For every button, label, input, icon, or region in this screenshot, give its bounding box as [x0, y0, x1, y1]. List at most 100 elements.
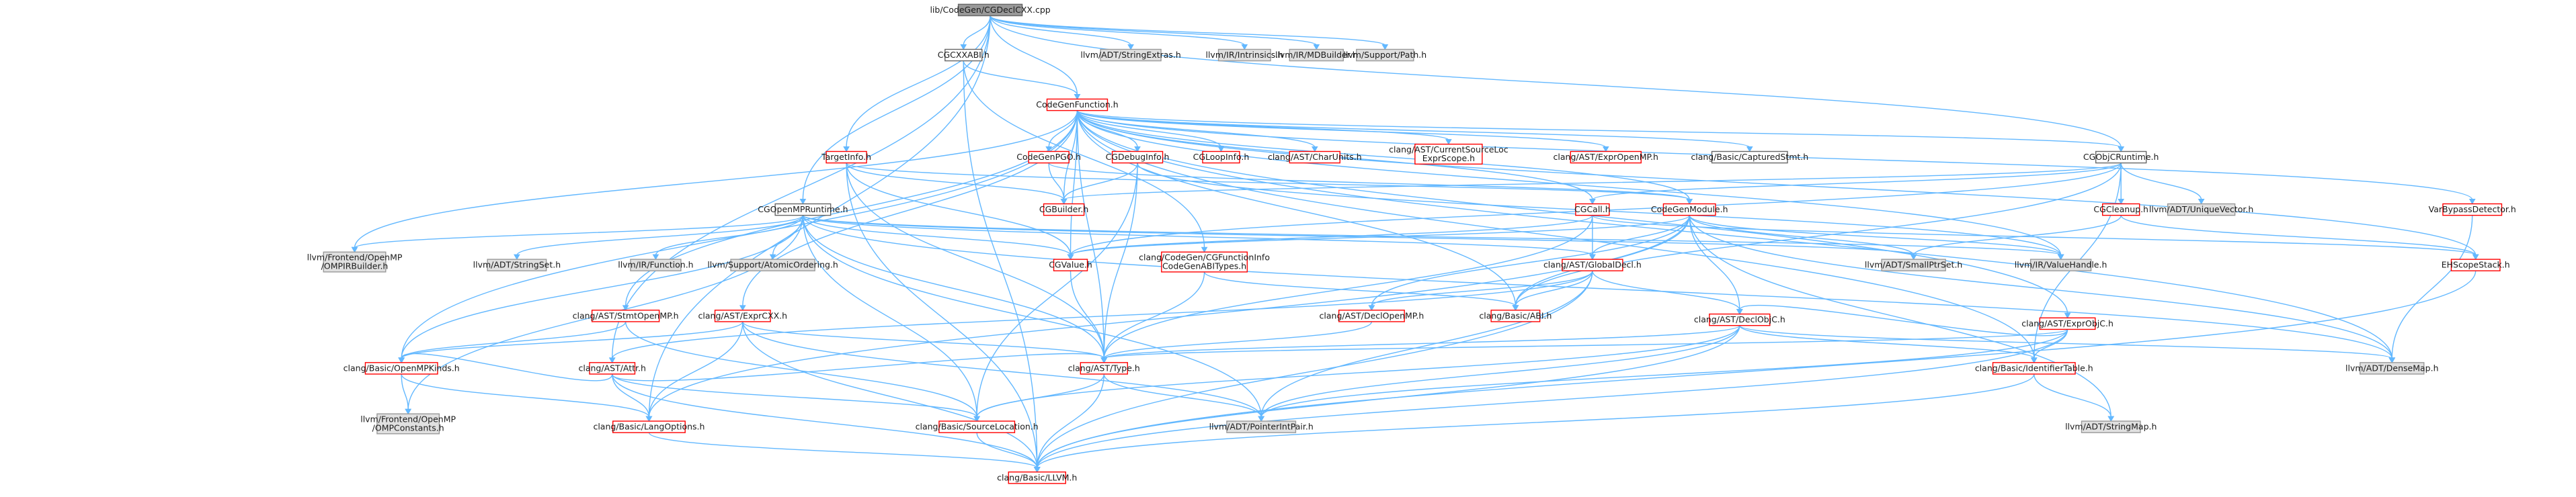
graph-node-cgdebug[interactable]: CGDebugInfo.h [1106, 150, 1170, 164]
node-box [1289, 48, 1344, 62]
graph-node-cgobjcrt[interactable]: CGObjCRuntime.h [2083, 150, 2159, 164]
node-box [1008, 471, 1066, 484]
include-edge [1076, 109, 2125, 152]
include-edge [652, 215, 804, 261]
include-edge [1589, 162, 2122, 205]
node-box [1043, 203, 1085, 216]
include-edge [645, 15, 991, 422]
graph-node-cgbuilder[interactable]: CGBuilder.h [1039, 203, 1088, 216]
graph-node-varbypass[interactable]: VarBypassDetector.h [2429, 203, 2516, 216]
node-label: CGObjCRuntime.h [2083, 152, 2159, 162]
node-label: ExprScope.h [1422, 153, 1475, 163]
node-label: CGCXXABI.h [938, 50, 990, 60]
graph-node-cgloop[interactable]: CGLoopInfo.h [1193, 150, 1250, 164]
node-label: TargetInfo.h [821, 152, 871, 162]
include-edge [1100, 325, 1740, 363]
graph-node-cgabitypes[interactable]: clang/CodeGen/CGFunctionInfoCodeGenABITy… [1139, 251, 1270, 273]
node-box [2442, 203, 2503, 216]
node-box [1562, 259, 1623, 271]
graph-node-cgopenmprt[interactable]: CGOpenMPRuntime.h [758, 203, 848, 216]
graph-node-valuehandle: llvm/IR/ValueHandle.h [2015, 259, 2107, 271]
node-label: CGBuilder.h [1039, 204, 1088, 214]
graph-node-identtable[interactable]: clang/Basic/IdentifierTable.h [1975, 362, 2093, 375]
include-edge [648, 432, 1041, 473]
include-edge [1368, 270, 1593, 311]
graph-node-ehscope[interactable]: EHScopeStack.h [2442, 259, 2510, 271]
edge-layer [351, 15, 2479, 473]
graph-node-declopenmp[interactable]: clang/AST/DeclOpenMP.h [1320, 310, 1424, 322]
include-edge [976, 433, 1041, 473]
node-label: CodeGenABITypes.h [1162, 261, 1246, 271]
node-box [2360, 362, 2425, 375]
node-box [1356, 48, 1414, 62]
node-label: clang/CodeGen/CGFunctionInfo [1139, 253, 1270, 263]
node-box [2039, 317, 2096, 330]
graph-node-declobjc[interactable]: clang/AST/DeclObjC.h [1694, 313, 1785, 326]
graph-node-exprcxx[interactable]: clang/AST/ExprCXX.h [698, 310, 788, 322]
node-box [2081, 420, 2141, 433]
node-label: llvm/IR/MDBuilder.h [1275, 50, 1358, 60]
include-edge [612, 373, 653, 422]
include-edge [398, 321, 743, 363]
include-edge [2120, 215, 2479, 261]
node-box [376, 413, 440, 435]
include-edge [1100, 271, 1205, 363]
node-label: llvm/Support/Path.h [1343, 50, 1426, 60]
include-edge [1033, 271, 2477, 473]
graph-node-cgcxxabi[interactable]: CGCXXABI.h [938, 48, 990, 62]
include-edge [1910, 215, 2122, 261]
graph-node-stringmap: llvm/ADT/StringMap.h [2065, 420, 2157, 433]
include-edge [990, 15, 1320, 50]
include-edge [960, 15, 991, 50]
graph-node-capstmt[interactable]: clang/Basic/CapturedStmt.h [1691, 150, 1808, 164]
node-label: llvm/ADT/StringMap.h [2065, 422, 2157, 432]
node-label: llvm/ADT/StringExtras.h [1080, 50, 1180, 60]
graph-node-cgmodule[interactable]: CodeGenModule.h [1651, 203, 1728, 216]
graph-node-openmpkinds[interactable]: clang/Basic/OpenMPKinds.h [344, 362, 460, 375]
graph-node-cgpgo[interactable]: CodeGenPGO.h [1016, 150, 1081, 164]
graph-node-exprobjc[interactable]: clang/AST/ExprObjC.h [2021, 317, 2114, 330]
graph-node-attr[interactable]: clang/AST/Attr.h [579, 362, 646, 375]
graph-node-targetinfo[interactable]: TargetInfo.h [821, 150, 871, 164]
graph-node-cgcall[interactable]: CGCall.h [1574, 203, 1611, 216]
node-box [589, 362, 636, 375]
node-label: CGCall.h [1574, 204, 1611, 214]
node-label: llvm/ADT/SmallPtrSet.h [1865, 260, 1962, 270]
node-label: clang/AST/ExprOpenMP.h [1554, 152, 1658, 162]
include-edge [802, 215, 981, 422]
node-label: CGDebugInfo.h [1106, 152, 1170, 162]
node-box [826, 150, 867, 164]
node-box [2029, 259, 2092, 271]
graph-node-charunits[interactable]: clang/AST/CharUnits.h [1268, 150, 1362, 164]
node-label: CodeGenPGO.h [1016, 152, 1081, 162]
node-label: clang/Basic/SourceLocation.h [916, 422, 1039, 432]
graph-node-globaldecl[interactable]: clang/AST/GlobalDecl.h [1543, 259, 1642, 271]
graph-node-cgcleanup[interactable]: CGCleanup.h [2093, 203, 2148, 216]
graph-node-langopts[interactable]: clang/Basic/LangOptions.h [593, 420, 705, 433]
node-box [1711, 150, 1788, 164]
node-box [944, 48, 983, 62]
node-label: clang/Basic/ABI.h [1479, 310, 1552, 320]
node-label: clang/Basic/LLVM.h [997, 472, 1077, 482]
graph-node-root: lib/CodeGen/CGDeclCXX.cpp [930, 3, 1051, 17]
include-edge [612, 373, 981, 422]
graph-node-densemap: llvm/ADT/DenseMap.h [2345, 362, 2439, 375]
include-edge [990, 15, 1248, 50]
graph-node-basicabi[interactable]: clang/Basic/ABI.h [1479, 310, 1552, 322]
graph-node-llvmh[interactable]: clang/Basic/LLVM.h [997, 471, 1077, 484]
graph-node-cgfunc[interactable]: CodeGenFunction.h [1036, 98, 1119, 111]
include-edge [742, 321, 1108, 363]
node-label: llvm/Frontend/OpenMP [307, 253, 403, 263]
graph-node-stmtopenmp[interactable]: clang/AST/StmtOpenMP.h [573, 310, 679, 322]
include-edge [1076, 110, 2479, 261]
include-edge [963, 60, 1081, 100]
graph-node-asttype[interactable]: clang/AST/Type.h [1068, 362, 1140, 375]
node-label: clang/AST/Attr.h [579, 363, 646, 373]
graph-node-srcloc[interactable]: clang/Basic/SourceLocation.h [916, 420, 1039, 433]
graph-node-exprompmp[interactable]: clang/AST/ExprOpenMP.h [1554, 150, 1658, 164]
graph-node-cgvalue[interactable]: CGValue.h [1049, 259, 1092, 271]
node-box [323, 251, 387, 273]
